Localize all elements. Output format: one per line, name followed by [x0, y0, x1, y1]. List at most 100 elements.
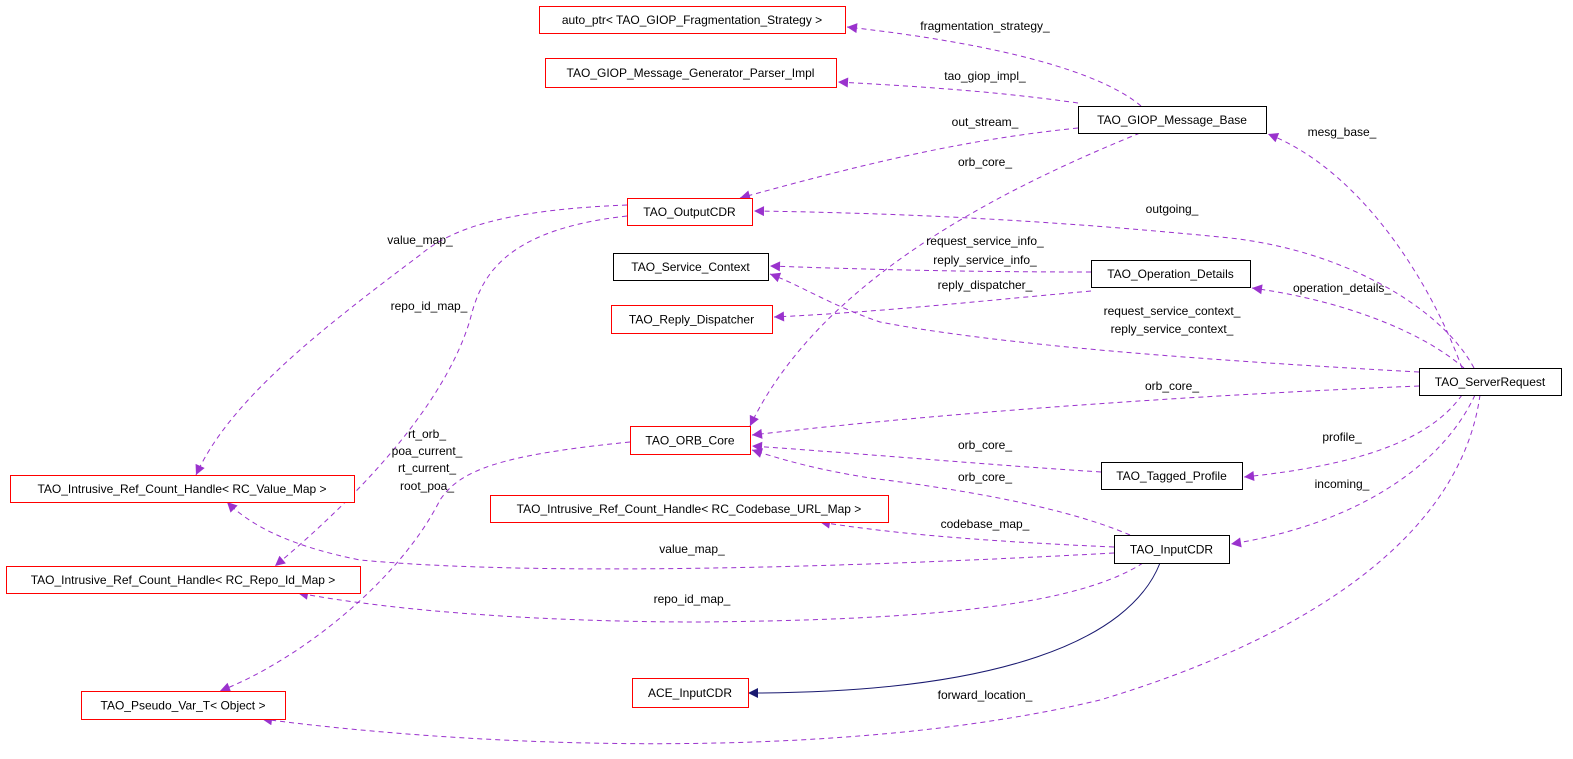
node-box [1114, 535, 1230, 564]
edge-mesg-base [1267, 132, 1463, 369]
node-service-context[interactable]: TAO_Service_Context [613, 253, 769, 281]
node-box [613, 253, 769, 281]
edge-label-service-info-1: request_service_info_ [926, 234, 1044, 248]
edge-out-stream [739, 127, 1079, 201]
edge-reply-dispatcher [773, 290, 1092, 322]
node-box [1101, 462, 1243, 490]
node-label: TAO_GIOP_Message_Generator_Parser_Impl [567, 66, 815, 80]
node-auto-ptr[interactable]: auto_ptr< TAO_GIOP_Fragmentation_Strateg… [539, 6, 846, 34]
node-label: TAO_ORB_Core [645, 434, 734, 448]
node-box [632, 678, 749, 708]
edge-label-profile: profile_ [1322, 430, 1362, 444]
node-codebase-handle[interactable]: TAO_Intrusive_Ref_Count_Handle< RC_Codeb… [490, 495, 889, 523]
edge-outgoing [753, 206, 1475, 369]
node-label: ACE_InputCDR [648, 686, 732, 700]
nodes-layer: TAO_ServerRequest auto_ptr< TAO_GIOP_Frag… [6, 6, 1562, 720]
node-operation-details[interactable]: TAO_Operation_Details [1091, 260, 1251, 288]
edge-label-ocdr-value-map: value_map_ [387, 233, 453, 247]
node-label: auto_ptr< TAO_GIOP_Fragmentation_Strateg… [562, 13, 822, 27]
edge-label-icdr-repo-id-map: repo_id_map_ [654, 592, 731, 606]
node-input-cdr[interactable]: TAO_InputCDR [1114, 535, 1230, 564]
node-box [630, 426, 751, 455]
node-repo-id-handle[interactable]: TAO_Intrusive_Ref_Count_Handle< RC_Repo_… [6, 566, 361, 594]
edge-label-orb-pseudo-var-4: root_poa_ [400, 479, 454, 493]
node-msg-gen-parser[interactable]: TAO_GIOP_Message_Generator_Parser_Impl [545, 58, 837, 88]
node-box [1419, 368, 1562, 396]
edges-layer [195, 23, 1481, 745]
edge-giop-orb-core [749, 132, 1141, 427]
edge-label-service-info-2: reply_service_info_ [933, 253, 1037, 267]
node-label: TAO_Service_Context [631, 260, 750, 274]
node-label: TAO_Operation_Details [1107, 267, 1234, 281]
node-box [1078, 106, 1267, 134]
node-label: TAO_InputCDR [1130, 543, 1213, 557]
node-pseudo-var[interactable]: TAO_Pseudo_Var_T< Object > [81, 691, 286, 720]
edge-label-tao-giop-impl: tao_giop_impl_ [944, 69, 1026, 83]
edge-service-info [769, 261, 1092, 273]
edge-tao-giop-impl [837, 77, 1079, 104]
edge-label-incoming: incoming_ [1315, 477, 1370, 491]
edge-label-sr-orb-core: orb_core_ [1145, 379, 1199, 393]
node-label: TAO_Intrusive_Ref_Count_Handle< RC_Value… [37, 482, 326, 496]
node-tagged-profile[interactable]: TAO_Tagged_Profile [1101, 462, 1243, 490]
node-box [627, 198, 753, 226]
edge-ocdr-value-map [195, 204, 628, 476]
edge-label-orb-pseudo-var-3: rt_current_ [398, 461, 456, 475]
edge-operation-details [1251, 284, 1465, 369]
edge-sr-orb-core [751, 385, 1420, 439]
node-value-map-handle[interactable]: TAO_Intrusive_Ref_Count_Handle< RC_Value… [10, 475, 355, 503]
node-reply-dispatcher[interactable]: TAO_Reply_Dispatcher [611, 305, 773, 334]
edge-label-service-context-1: request_service_context_ [1104, 304, 1241, 318]
edge-icdr-value-map [226, 501, 1115, 570]
edge-icdr-orb-core [751, 448, 1131, 536]
node-label: TAO_Intrusive_Ref_Count_Handle< RC_Repo_… [31, 573, 336, 587]
edge-label-ocdr-repo-id-map: repo_id_map_ [391, 299, 468, 313]
node-giop-msg-base[interactable]: TAO_GIOP_Message_Base [1078, 106, 1267, 134]
edge-label-icdr-value-map: value_map_ [659, 542, 725, 556]
edge-label-mesg-base: mesg_base_ [1308, 125, 1377, 139]
node-box [1091, 260, 1251, 288]
node-box [81, 691, 286, 720]
edge-label-out-stream: out_stream_ [952, 115, 1019, 129]
node-box [611, 305, 773, 334]
edge-profile [1243, 394, 1463, 481]
edge-incoming [1230, 394, 1476, 548]
node-label: TAO_Tagged_Profile [1116, 469, 1227, 483]
node-box [6, 566, 361, 594]
edge-codebase-map [819, 518, 1115, 548]
edge-labels-layer: fragmentation_strategy_ tao_giop_impl_out… [387, 19, 1391, 702]
node-box [545, 58, 837, 88]
edge-label-service-context-2: reply_service_context_ [1111, 322, 1234, 336]
edge-fragmentation-strategy [846, 23, 1142, 107]
node-box [490, 495, 889, 523]
edge-label-outgoing: outgoing_ [1146, 202, 1199, 216]
node-box [539, 6, 846, 34]
edge-label-reply-dispatcher: reply_dispatcher_ [938, 278, 1033, 292]
node-label: TAO_ServerRequest [1435, 375, 1546, 389]
edge-orb-pseudo-var [219, 441, 631, 693]
node-ace-input-cdr[interactable]: ACE_InputCDR [632, 678, 749, 708]
node-server-request[interactable]: TAO_ServerRequest [1419, 368, 1562, 396]
edge-label-icdr-orb-core: orb_core_ [958, 470, 1012, 484]
edge-label-fragmentation-strategy: fragmentation_strategy_ [920, 19, 1050, 33]
node-output-cdr[interactable]: TAO_OutputCDR [627, 198, 753, 226]
edge-label-operation-details: operation_details_ [1293, 281, 1391, 295]
node-label: TAO_Pseudo_Var_T< Object > [101, 699, 266, 713]
node-box [10, 475, 355, 503]
edge-inherit-ace [747, 562, 1161, 698]
edge-label-giop-orb-core: orb_core_ [958, 155, 1012, 169]
edge-tp-orb-core [751, 441, 1102, 473]
edge-icdr-repo-id-map [297, 562, 1144, 623]
edge-ocdr-repo-id-map [274, 215, 628, 567]
edge-label-orb-pseudo-var-1: rt_orb_ [408, 427, 446, 441]
edge-label-codebase-map: codebase_map_ [941, 517, 1030, 531]
node-label: TAO_GIOP_Message_Base [1097, 113, 1247, 127]
node-label: TAO_Reply_Dispatcher [629, 313, 754, 327]
node-orb-core[interactable]: TAO_ORB_Core [630, 426, 751, 455]
edge-label-tp-orb-core: orb_core_ [958, 438, 1012, 452]
edge-service-context [769, 272, 1420, 373]
edge-label-orb-pseudo-var-2: poa_current_ [392, 444, 463, 458]
node-label: TAO_OutputCDR [643, 205, 736, 219]
edge-label-forward-location: forward_location_ [938, 688, 1033, 702]
